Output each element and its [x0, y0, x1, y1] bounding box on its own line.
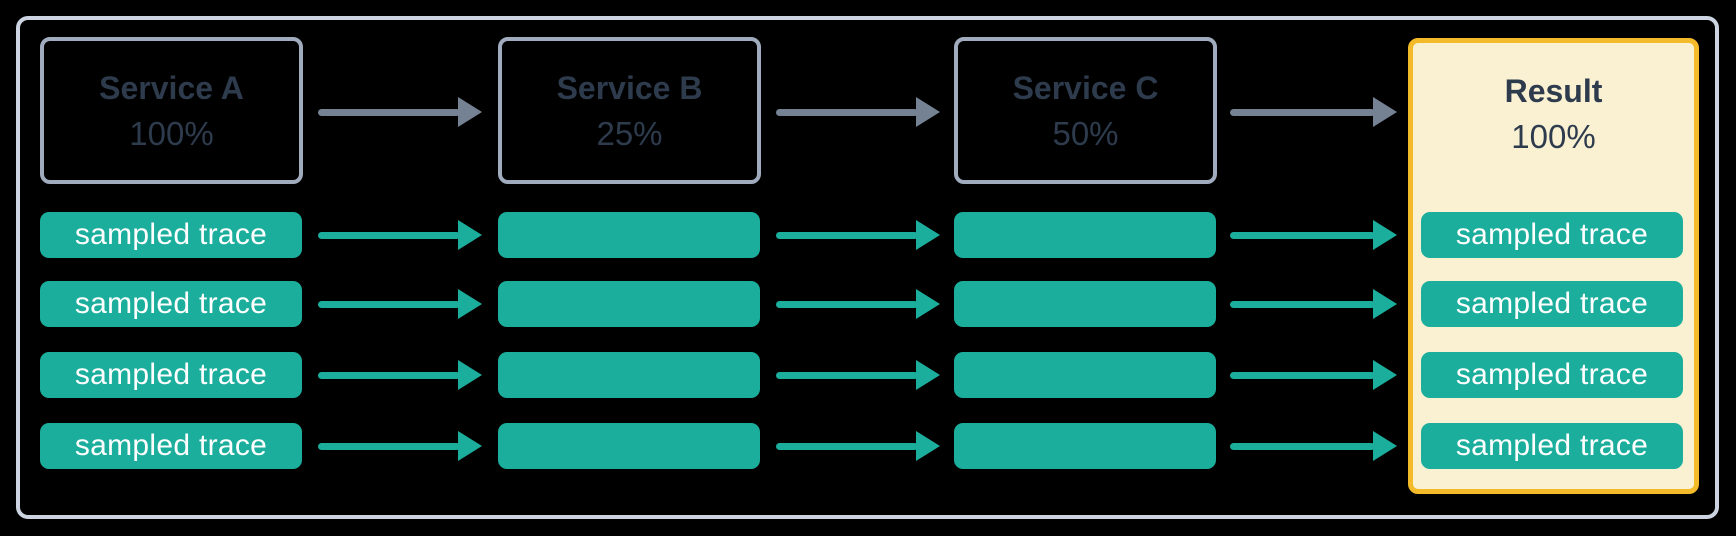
trace-flow-arrow-icon — [1230, 431, 1397, 461]
trace-bar-label: sampled trace — [1455, 218, 1649, 251]
result-rate: 100% — [1511, 118, 1596, 155]
trace-bar — [498, 212, 760, 258]
trace-bar: sampled trace — [40, 423, 302, 469]
trace-bar — [954, 352, 1216, 398]
trace-flow-arrow-icon — [318, 360, 482, 390]
service-c-node: Service C 50% — [954, 37, 1217, 184]
trace-bar-label: sampled trace — [74, 218, 268, 251]
service-flow-arrow-icon — [776, 97, 940, 127]
trace-flow-arrow-icon — [776, 360, 940, 390]
trace-flow-arrow-icon — [776, 220, 940, 250]
trace-bar: sampled trace — [40, 212, 302, 258]
trace-flow-arrow-icon — [1230, 220, 1397, 250]
trace-bar — [498, 281, 760, 327]
trace-bar-label: sampled trace — [1455, 429, 1649, 462]
trace-flow-arrow-icon — [1230, 289, 1397, 319]
service-b-rate: 25% — [596, 114, 663, 152]
trace-bar: sampled trace — [40, 281, 302, 327]
trace-bar-label: sampled trace — [74, 429, 268, 462]
trace-flow-arrow-icon — [776, 289, 940, 319]
trace-flow-arrow-icon — [1230, 360, 1397, 390]
trace-bar-result: sampled trace — [1421, 281, 1683, 327]
trace-bar-result: sampled trace — [1421, 352, 1683, 398]
service-c-label: Service C — [1012, 69, 1159, 106]
trace-bar-label: sampled trace — [1455, 358, 1649, 391]
service-c-rate: 50% — [1052, 114, 1119, 152]
trace-bar-label: sampled trace — [1455, 287, 1649, 320]
service-b-node: Service B 25% — [498, 37, 761, 184]
trace-bar-result: sampled trace — [1421, 212, 1683, 258]
trace-bar — [954, 281, 1216, 327]
trace-bar-label: sampled trace — [74, 287, 268, 320]
service-flow-arrow-icon — [318, 97, 482, 127]
result-label: Result — [1504, 73, 1603, 109]
result-node: Result 100% — [1408, 38, 1699, 494]
service-flow-arrow-icon — [1230, 97, 1397, 127]
trace-bar — [498, 352, 760, 398]
trace-flow-arrow-icon — [776, 431, 940, 461]
service-b-label: Service B — [556, 69, 703, 106]
trace-bar: sampled trace — [40, 352, 302, 398]
trace-bar — [498, 423, 760, 469]
trace-bar-result: sampled trace — [1421, 423, 1683, 469]
trace-flow-arrow-icon — [318, 220, 482, 250]
trace-bar-label: sampled trace — [74, 358, 268, 391]
service-a-node: Service A 100% — [40, 37, 303, 184]
trace-flow-arrow-icon — [318, 431, 482, 461]
trace-bar — [954, 423, 1216, 469]
trace-flow-arrow-icon — [318, 289, 482, 319]
diagram-frame — [16, 16, 1719, 519]
trace-bar — [954, 212, 1216, 258]
service-a-rate: 100% — [129, 114, 214, 152]
service-a-label: Service A — [99, 69, 244, 106]
